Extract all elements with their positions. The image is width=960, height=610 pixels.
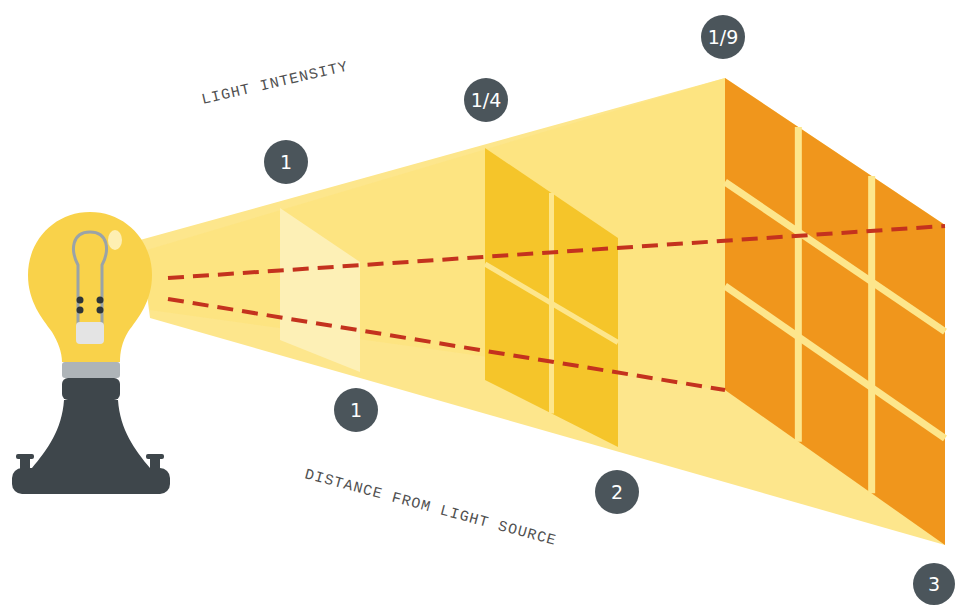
callout-number: 2 xyxy=(611,483,623,502)
axis-label: LIGHT INTENSITY xyxy=(200,58,350,108)
callout-number: 1/9 xyxy=(708,28,739,47)
callout-circle: 2 xyxy=(595,470,639,514)
callout-circle: 1/4 xyxy=(464,78,508,122)
square-distance-1 xyxy=(280,208,360,372)
ray-line xyxy=(168,226,945,278)
axis-label: DISTANCE FROM LIGHT SOURCE xyxy=(303,466,559,550)
grid-line xyxy=(725,286,945,438)
grid-line xyxy=(868,176,875,493)
callout-number: 1 xyxy=(350,401,362,420)
light-beam-shade xyxy=(140,78,725,390)
callout-circle: 3 xyxy=(913,563,955,605)
square-distance-2 xyxy=(485,148,618,447)
callout-circle: 1 xyxy=(264,140,308,184)
grid-line xyxy=(795,127,802,442)
callout-circle: 1/9 xyxy=(701,15,745,59)
light-beam xyxy=(140,78,945,545)
ray-line xyxy=(168,299,725,390)
light-bulb xyxy=(12,212,170,494)
square-distance-3 xyxy=(725,78,945,545)
grid-lines xyxy=(485,127,945,493)
callout-circle: 1 xyxy=(334,388,378,432)
callout-number: 1 xyxy=(280,153,292,172)
callout-number: 1/4 xyxy=(471,91,502,110)
callout-number: 3 xyxy=(928,575,940,594)
grid-line xyxy=(485,264,618,343)
